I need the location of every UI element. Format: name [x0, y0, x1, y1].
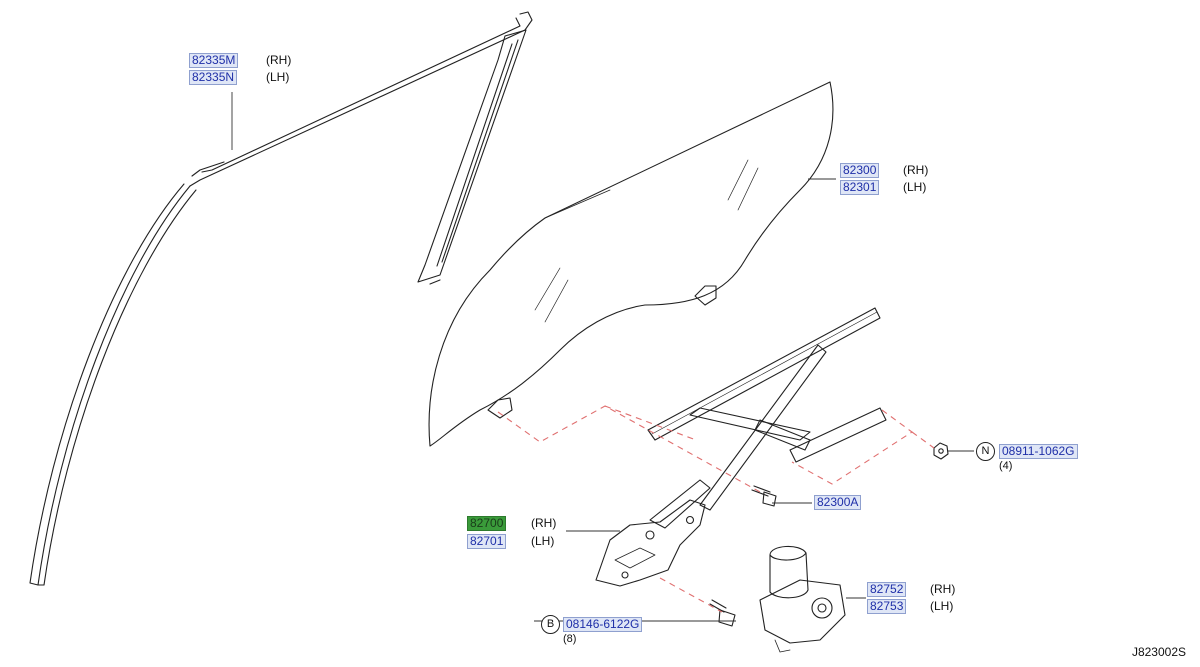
part-link-82752[interactable]: 82752 — [867, 582, 907, 597]
bolt-quantity: (8) — [563, 633, 577, 645]
nut-08911 — [933, 442, 949, 460]
nut-quantity: (4) — [999, 460, 1013, 472]
side-label-rh: (RH) — [903, 163, 929, 177]
part-link-08146-6122g[interactable]: 08146-6122G — [563, 617, 643, 632]
diagram-reference-code: J823002S — [1131, 645, 1186, 659]
nut-marker-circle: N — [976, 442, 995, 461]
part-link-82300[interactable]: 82300 — [840, 163, 880, 178]
side-label-rh: (RH) — [930, 582, 956, 596]
side-label-rh: (RH) — [531, 516, 557, 530]
part-link-82335m[interactable]: 82335M — [189, 53, 239, 68]
part-link-82335n[interactable]: 82335N — [189, 70, 238, 85]
regulator-motor — [759, 545, 846, 653]
part-link-82300a[interactable]: 82300A — [814, 495, 862, 510]
bolt-82300a — [751, 485, 777, 507]
part-link-82301[interactable]: 82301 — [840, 180, 880, 195]
part-link-82701[interactable]: 82701 — [467, 534, 507, 549]
bolt-08146 — [709, 599, 736, 627]
part-link-82700[interactable]: 82700 — [467, 516, 507, 531]
bolt-marker-circle: B — [541, 615, 560, 634]
door-glass — [428, 81, 834, 447]
side-label-lh: (LH) — [903, 180, 927, 194]
assembly-lines — [497, 405, 935, 613]
part-link-82753[interactable]: 82753 — [867, 599, 907, 614]
side-label-lh: (LH) — [531, 534, 555, 548]
window-regulator — [595, 307, 887, 587]
side-label-lh: (LH) — [930, 599, 954, 613]
window-moulding — [29, 11, 533, 586]
side-label-lh: (LH) — [266, 70, 290, 84]
side-label-rh: (RH) — [266, 53, 292, 67]
part-link-08911-1062g[interactable]: 08911-1062G — [999, 444, 1078, 459]
